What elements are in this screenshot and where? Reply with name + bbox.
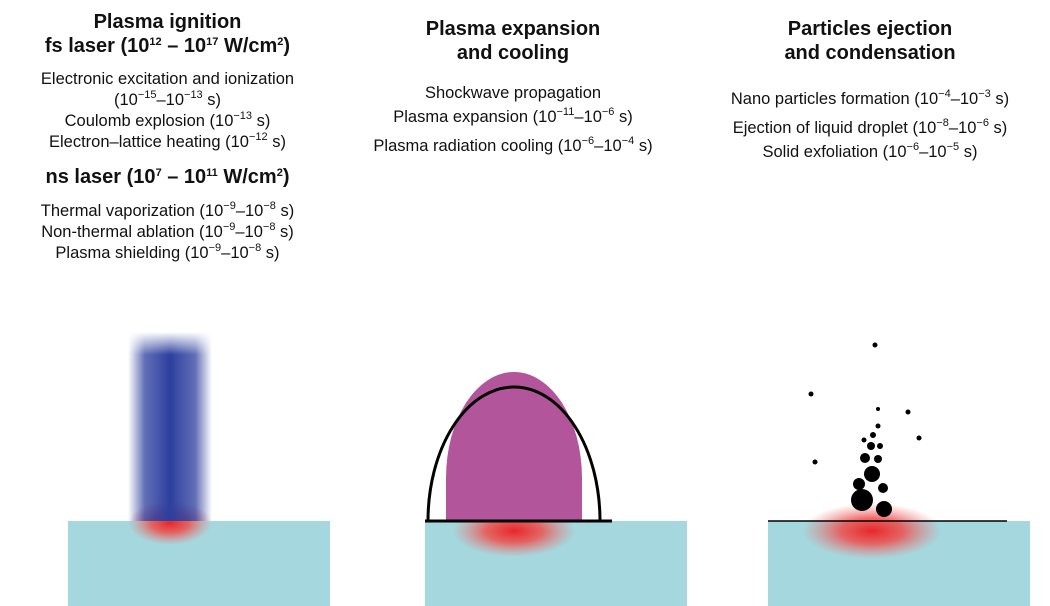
stage1-text: Plasma ignition fs laser (1012 – 1017 W/… xyxy=(0,10,335,264)
ejected-particles xyxy=(808,342,922,517)
particle-icon xyxy=(876,501,892,517)
particle-icon xyxy=(853,478,865,490)
ns-laser-header: ns laser (107 – 1011 W/cm2) xyxy=(45,166,290,188)
fs-item-excitation-time: (10−15–10−13 s) xyxy=(113,89,222,110)
stage3-title-line2: and condensation xyxy=(784,42,956,64)
particle-icon xyxy=(812,459,818,465)
particle-icon xyxy=(808,391,814,397)
particle-icon xyxy=(861,437,867,443)
particle-icon xyxy=(905,409,911,415)
stage2-title-line2: and cooling xyxy=(456,42,570,64)
particle-icon xyxy=(872,342,878,348)
particle-icon xyxy=(870,432,876,438)
fs-item-excitation: Electronic excitation and ionization xyxy=(40,70,295,88)
stage3-title-line1: Particles ejection xyxy=(787,18,953,40)
stage1-title: Plasma ignition xyxy=(93,11,242,33)
particle-icon xyxy=(867,442,875,450)
fs-item-coulomb: Coulomb explosion (10−13 s) xyxy=(64,110,271,131)
ns-item-nonthermal-ablation: Non-thermal ablation (10−9–10−8 s) xyxy=(41,221,294,242)
stage3-text: Particles ejection and condensation Nano… xyxy=(690,17,1050,163)
stage2-item-expansion: Plasma expansion (10−11–10−6 s) xyxy=(393,106,633,127)
particle-icon xyxy=(874,455,882,463)
plasma-plume-icon xyxy=(446,372,582,521)
laser-beam-icon xyxy=(128,332,212,521)
stage2-item-shockwave: Shockwave propagation xyxy=(424,84,602,102)
shockwave-icon xyxy=(426,385,602,522)
fs-laser-header: fs laser (1012 – 1017 W/cm2) xyxy=(44,35,291,57)
fs-item-lattice-heating: Electron–lattice heating (10−12 s) xyxy=(49,131,286,152)
particle-icon xyxy=(851,489,873,511)
ns-item-plasma-shielding: Plasma shielding (10−9–10−8 s) xyxy=(55,242,280,263)
stage3-item-nano-particles: Nano particles formation (10−4–10−3 s) xyxy=(730,88,1010,109)
hot-zone-3 xyxy=(802,503,942,559)
stage2-title-line1: Plasma expansion xyxy=(425,18,601,40)
particle-icon xyxy=(864,466,880,482)
particle-icon xyxy=(875,423,881,429)
stage3-item-solid-exfoliation: Solid exfoliation (10−6–10−5 s) xyxy=(762,141,978,162)
particle-icon xyxy=(876,407,880,411)
stage3-item-liquid-droplet: Ejection of liquid droplet (10−8–10−6 s) xyxy=(732,117,1008,138)
particle-icon xyxy=(878,483,888,493)
particle-icon xyxy=(916,435,922,441)
stage2-text: Plasma expansion and cooling Shockwave p… xyxy=(338,17,688,157)
particle-icon xyxy=(860,453,870,463)
stage2-item-radiation-cooling: Plasma radiation cooling (10−6–10−4 s) xyxy=(373,135,653,156)
ns-item-thermal-vaporization: Thermal vaporization (10−9–10−8 s) xyxy=(40,200,295,221)
particle-icon xyxy=(877,443,883,449)
